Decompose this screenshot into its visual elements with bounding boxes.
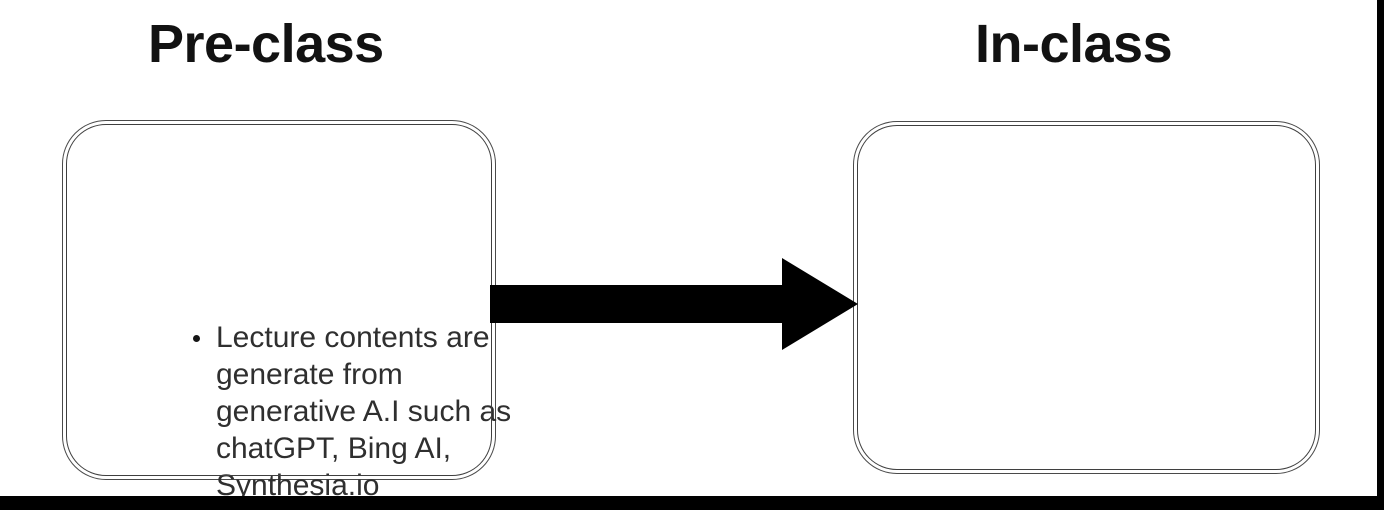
list-item: Lecture contents are generate from gener… bbox=[190, 319, 520, 504]
heading-in-class: In-class bbox=[975, 14, 1173, 74]
pre-class-bullet-list: Lecture contents are generate from gener… bbox=[190, 319, 520, 510]
heading-pre-class: Pre-class bbox=[148, 14, 384, 74]
in-class-box: Problem solving Online quiz ideas brains… bbox=[853, 121, 1320, 474]
frame-bottom-border bbox=[0, 496, 1384, 510]
right-arrow-icon bbox=[490, 258, 858, 350]
frame-right-border bbox=[1377, 0, 1384, 510]
pre-class-box: Lecture contents are generate from gener… bbox=[62, 120, 511, 510]
